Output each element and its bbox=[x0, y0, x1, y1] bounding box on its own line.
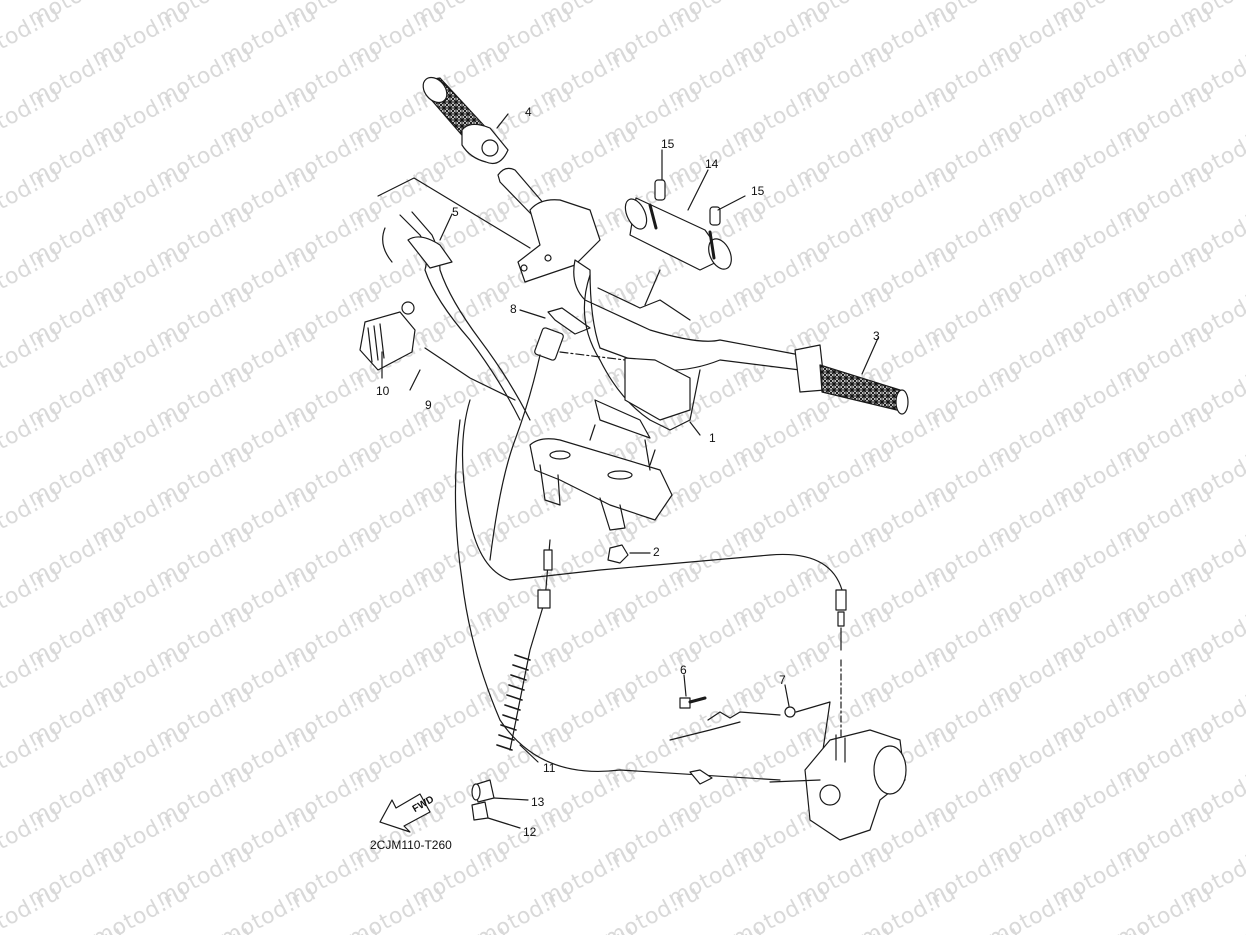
choke-lever bbox=[359, 301, 416, 371]
callout-8: 8 bbox=[510, 302, 517, 316]
carb-cable-end bbox=[835, 589, 847, 741]
callout-5: 5 bbox=[452, 205, 459, 219]
callout-13: 13 bbox=[531, 795, 545, 809]
callout-9: 9 bbox=[425, 398, 432, 412]
callout-6: 6 bbox=[680, 663, 687, 677]
callout-1: 1 bbox=[709, 431, 716, 445]
handlebar-pad bbox=[624, 149, 746, 306]
throttle-grip bbox=[422, 76, 509, 165]
callout-11: 11 bbox=[543, 761, 556, 775]
callout-7: 7 bbox=[779, 673, 786, 687]
handlebar bbox=[573, 259, 801, 466]
spring-cable bbox=[496, 539, 553, 763]
bolt bbox=[679, 674, 707, 709]
o-ring bbox=[669, 684, 831, 771]
fwd-arrow bbox=[379, 793, 431, 833]
upper-bracket bbox=[529, 438, 673, 531]
callout-2: 2 bbox=[653, 545, 660, 559]
callout-15a: 15 bbox=[661, 137, 675, 151]
callout-14: 14 bbox=[705, 157, 719, 171]
throttle-housing bbox=[497, 167, 601, 283]
callout-10: 10 bbox=[376, 384, 390, 398]
nut bbox=[607, 544, 651, 564]
callout-12: 12 bbox=[523, 825, 537, 839]
cap bbox=[471, 801, 521, 829]
sleeve bbox=[471, 779, 529, 803]
kill-switch bbox=[489, 307, 626, 561]
callout-4: 4 bbox=[525, 105, 532, 119]
carburetor bbox=[689, 729, 907, 841]
callout-15b: 15 bbox=[751, 184, 765, 198]
callout-3: 3 bbox=[873, 329, 880, 343]
diagram-code: 2CJM110-T260 bbox=[370, 838, 452, 852]
right-grip bbox=[794, 337, 909, 415]
throttle-cable bbox=[382, 211, 531, 421]
